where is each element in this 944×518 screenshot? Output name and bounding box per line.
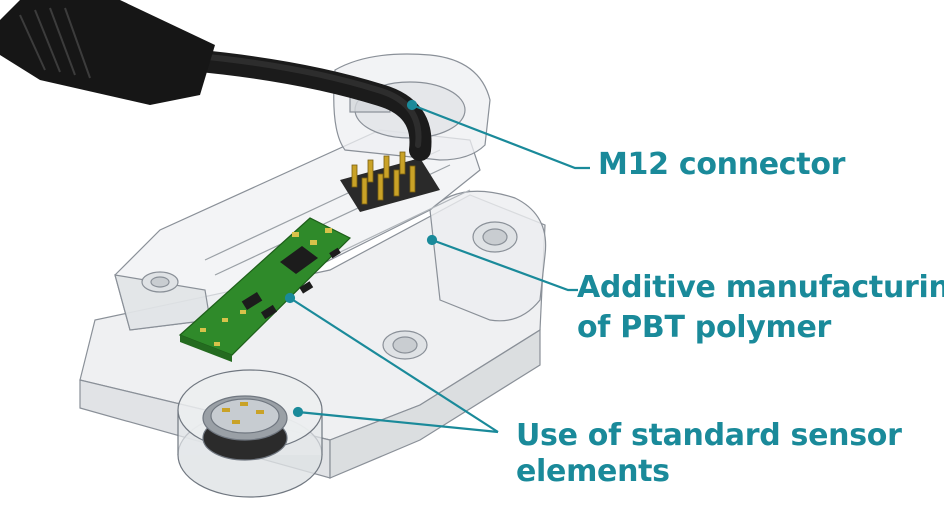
callout-lines xyxy=(284,99,590,434)
leader-line-connector xyxy=(411,103,590,170)
microcontroller-chip xyxy=(280,246,318,274)
callout-m12-connector: M12 connector xyxy=(598,147,846,182)
callout-standard-sensor-line1: Use of standard sensor xyxy=(516,418,902,453)
cable xyxy=(0,0,432,161)
callout-additive-manufacturing-line2: of PBT polymer xyxy=(577,310,831,345)
mounting-flange xyxy=(382,190,547,360)
header-pins xyxy=(340,151,440,212)
callout-standard-sensor-line2: elements xyxy=(516,454,670,489)
leader-line-sensor xyxy=(297,410,499,434)
leader-line-manufacturing xyxy=(431,238,578,292)
cable-overmold xyxy=(0,0,215,105)
callout-additive-manufacturing-line1: Additive manufacturing xyxy=(577,270,944,305)
sensor-element xyxy=(177,369,323,498)
leader-line-pcb xyxy=(289,297,499,433)
pcb xyxy=(178,217,352,362)
